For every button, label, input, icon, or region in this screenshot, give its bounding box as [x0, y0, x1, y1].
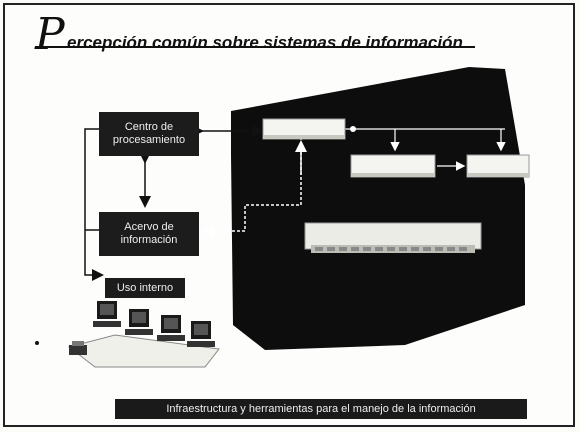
diagram-canvas — [35, 67, 530, 368]
computer-icon — [125, 309, 153, 335]
desk-surface — [67, 334, 220, 368]
node-centro-procesamiento: Centro de procesamiento — [99, 112, 199, 156]
left-connector — [84, 128, 104, 281]
computer-icon — [187, 321, 215, 347]
storage-rack-slots — [315, 247, 467, 251]
node-uso-interno: Uso interno — [105, 278, 185, 298]
dark-network-panel — [231, 67, 525, 350]
footer-caption: Infraestructura y herramientas para el m… — [115, 399, 527, 419]
node-acervo-informacion: Acervo de información — [99, 212, 199, 256]
title-initial: P — [35, 9, 65, 60]
title-underline — [35, 46, 475, 48]
subsystem-server-right-shade — [467, 173, 529, 177]
server-acervo-connector — [202, 137, 302, 237]
printer-icon — [69, 341, 87, 355]
bullet-dot — [35, 341, 39, 345]
slide: P ercepción común sobre sistemas de info… — [3, 3, 575, 427]
storage-rack — [304, 222, 482, 250]
main-server-shade — [263, 135, 345, 139]
subsystem-server-left-shade — [351, 173, 435, 177]
computer-icon — [157, 315, 185, 341]
computer-icon — [93, 301, 121, 327]
server-node-dot — [350, 126, 356, 132]
